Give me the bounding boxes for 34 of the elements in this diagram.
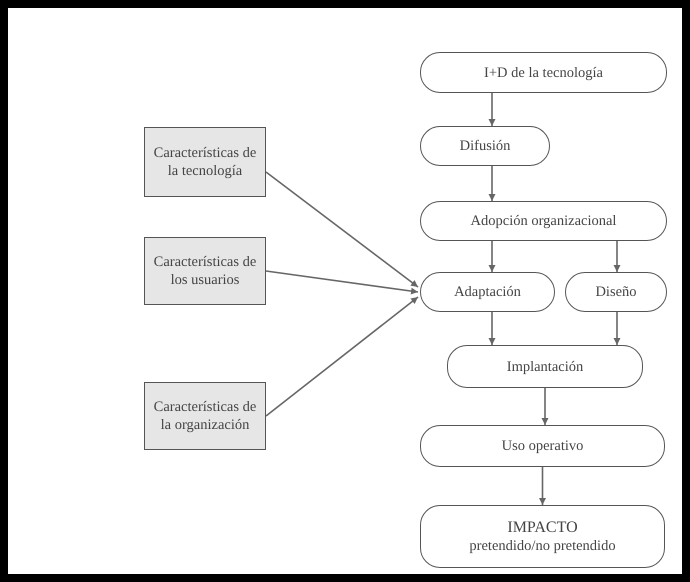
- node-label: Diseño: [595, 283, 637, 301]
- stage-box: [420, 272, 555, 312]
- arrow: [614, 241, 620, 272]
- arrow: [539, 467, 546, 505]
- stage-box: [447, 345, 643, 388]
- stage-box: [565, 272, 667, 312]
- node-label: Características de los usuarios: [152, 253, 258, 289]
- arrow: [542, 388, 548, 425]
- node-label: pretendido/no pretendido: [469, 536, 616, 554]
- node-label: IMPACTO: [507, 518, 578, 536]
- stage-box: [420, 425, 665, 467]
- stage-box: [420, 201, 667, 241]
- node-label: Características de la organización: [152, 398, 258, 434]
- arrow: [488, 166, 496, 201]
- node-label: Adopción organizacional: [470, 212, 616, 230]
- arrow: [266, 296, 418, 417]
- arrow: [488, 93, 496, 126]
- factor-box: [144, 127, 266, 197]
- factor-box: [144, 237, 266, 305]
- node-label: Implantación: [506, 358, 584, 376]
- node-label: Características de la tecnología: [152, 144, 258, 180]
- stage-box: [420, 505, 665, 568]
- arrow: [614, 312, 620, 345]
- arrow: [266, 171, 418, 288]
- node-label: Adaptación: [454, 283, 521, 301]
- stage-box: [420, 52, 667, 93]
- node-label: Difusión: [460, 137, 510, 155]
- node-label: I+D de la tecnología: [484, 64, 603, 82]
- arrow: [266, 270, 418, 294]
- factor-box: [144, 382, 266, 450]
- arrow: [488, 312, 496, 345]
- node-label: Uso operativo: [502, 437, 584, 455]
- arrow: [488, 241, 496, 272]
- stage-box: [420, 126, 550, 166]
